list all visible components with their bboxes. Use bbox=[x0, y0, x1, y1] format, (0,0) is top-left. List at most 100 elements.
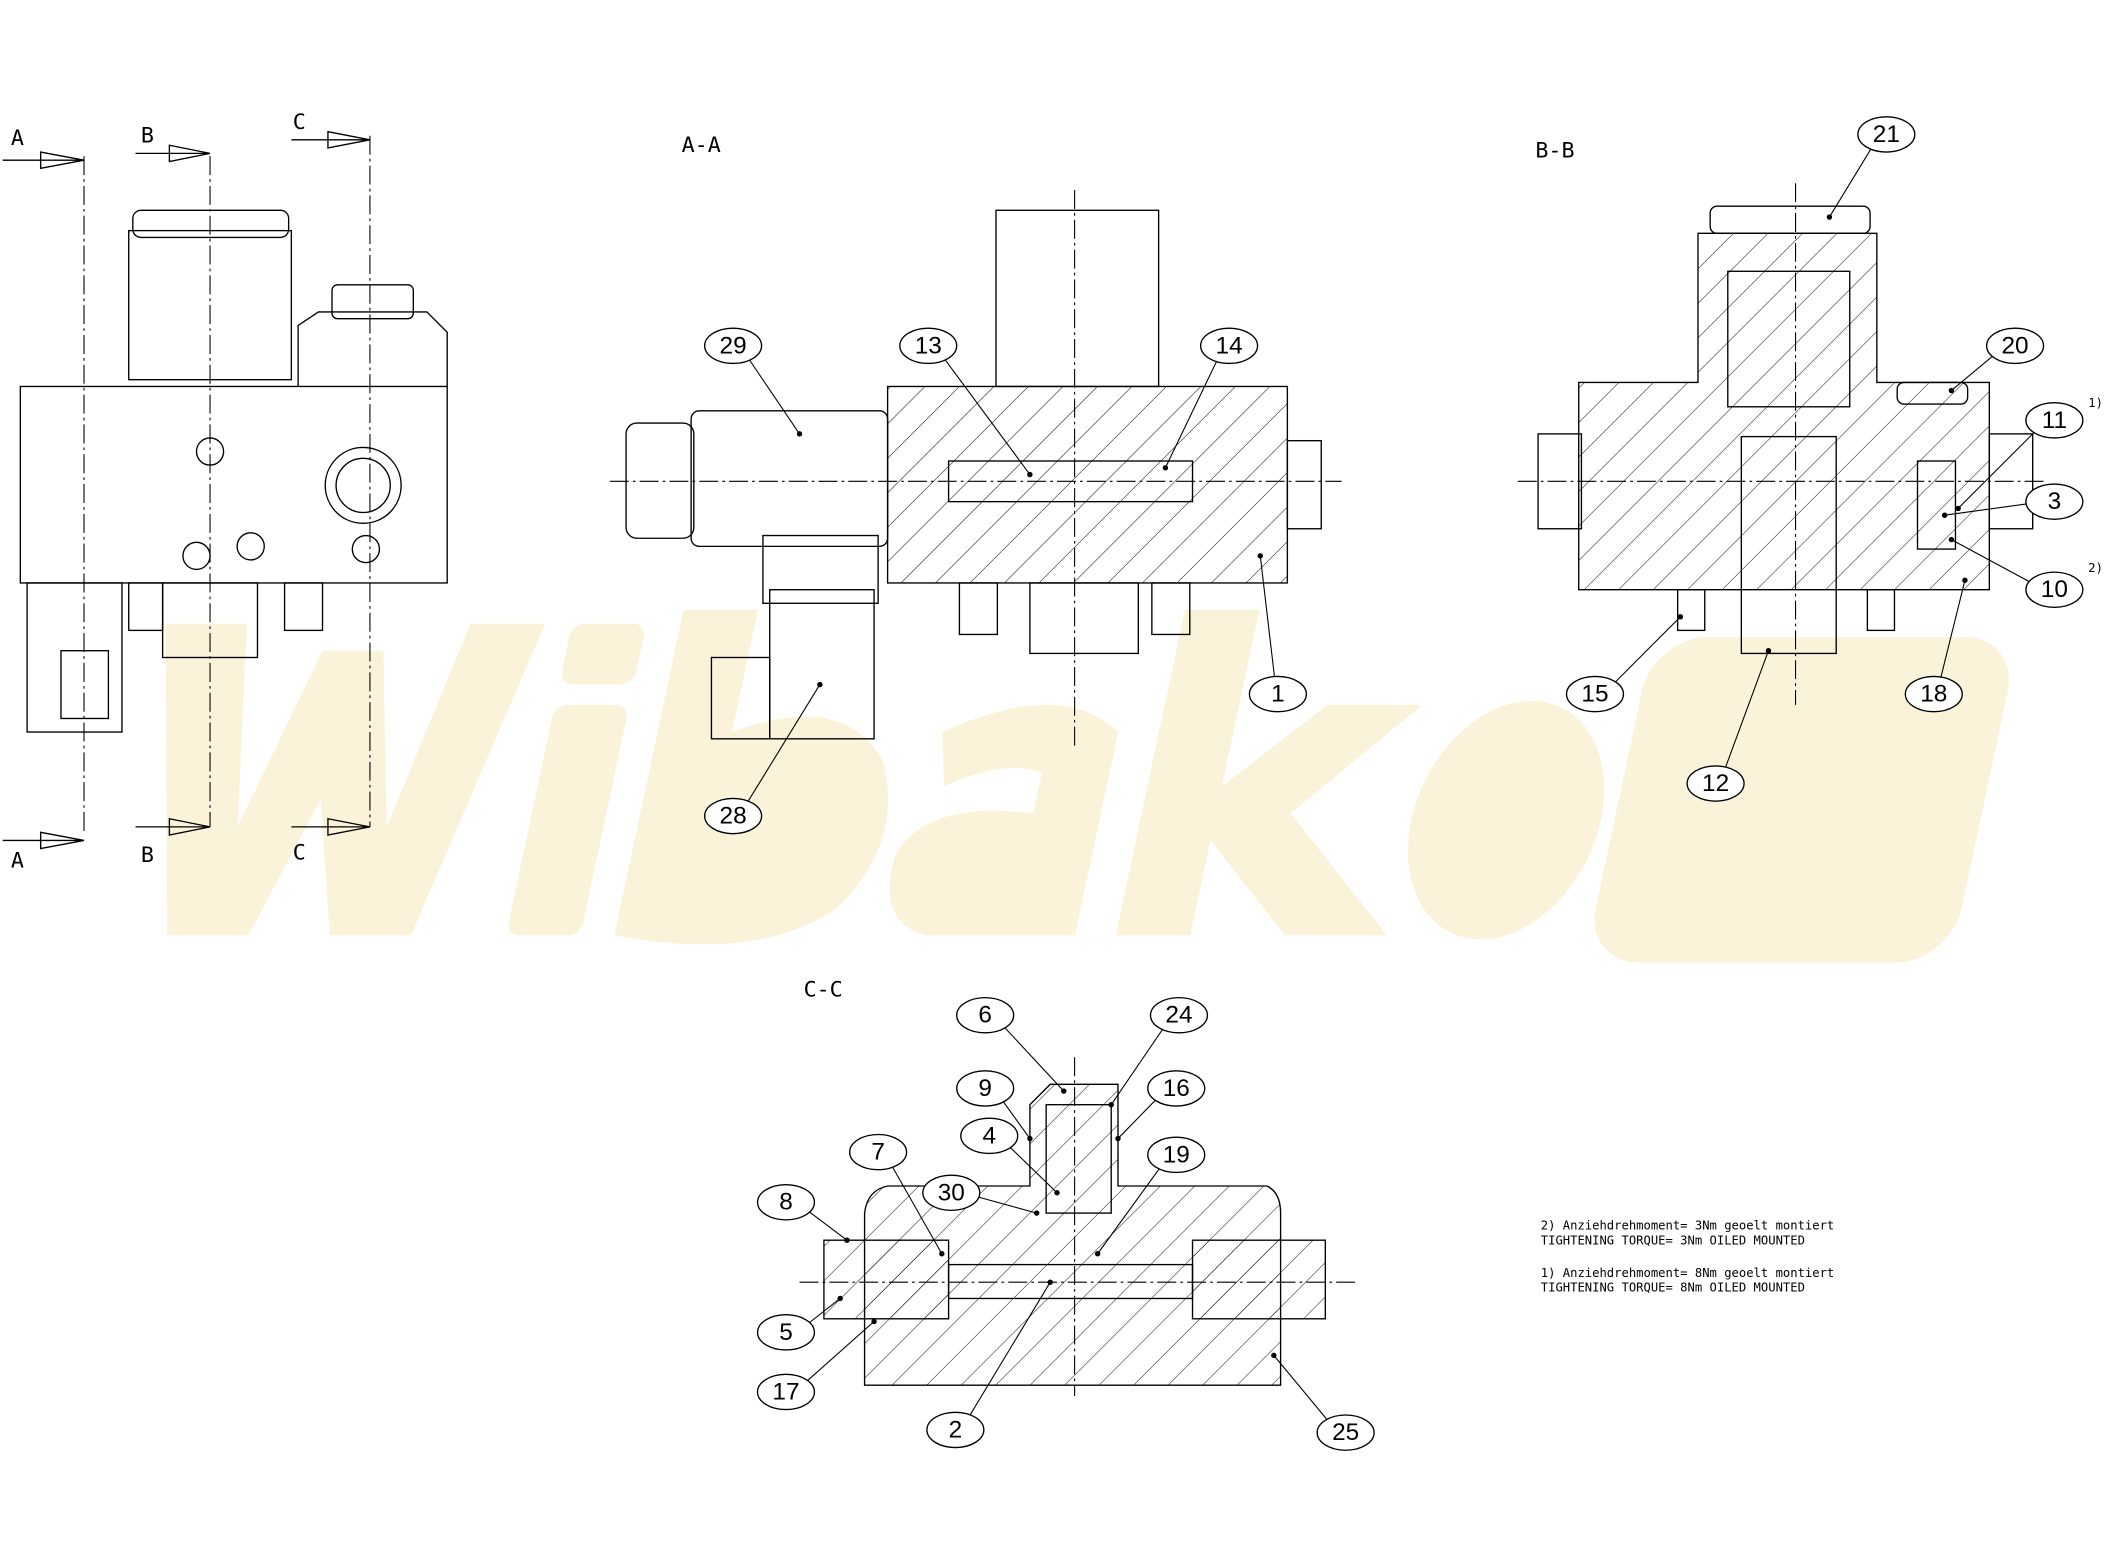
part-balloon-4: 4 bbox=[960, 1117, 1060, 1196]
leader-line bbox=[1110, 1028, 1164, 1105]
leader-line bbox=[1940, 580, 1966, 678]
leader-line bbox=[892, 1166, 943, 1255]
balloon-outline bbox=[1686, 765, 1745, 802]
balloon-outline bbox=[922, 1174, 981, 1212]
balloon-number: 11 bbox=[2042, 407, 2067, 434]
part-balloon-8: 8 bbox=[756, 1183, 850, 1243]
leader-dot bbox=[1061, 1088, 1067, 1094]
leader-dot bbox=[1826, 214, 1833, 220]
balloon-outline bbox=[1857, 116, 1916, 153]
leader-line bbox=[1944, 503, 2028, 516]
balloon-outline bbox=[2025, 483, 2084, 520]
balloon-outline bbox=[756, 1314, 816, 1351]
balloon-number: 30 bbox=[938, 1179, 965, 1206]
superscript-note-1: 1) bbox=[2088, 396, 2103, 410]
leader-line bbox=[977, 1196, 1037, 1214]
leader-dot bbox=[1027, 471, 1033, 478]
section-marker-c-top: C bbox=[293, 110, 306, 135]
section-marker-a-top: A bbox=[11, 126, 24, 151]
part-balloon-15: 15 bbox=[1565, 614, 1684, 713]
balloon-outline bbox=[899, 327, 958, 365]
leader-line bbox=[1002, 1101, 1031, 1139]
leader-line bbox=[747, 684, 821, 802]
leader-line bbox=[944, 359, 1031, 475]
balloon-outline bbox=[926, 1411, 985, 1449]
leader-dot bbox=[1054, 1190, 1060, 1196]
section-marker-c-bottom: C bbox=[293, 840, 306, 865]
balloon-number: 21 bbox=[1873, 121, 1900, 148]
leader-line bbox=[806, 1321, 875, 1382]
leader-line bbox=[1259, 555, 1275, 677]
view-title-b-b: B-B bbox=[1535, 138, 1574, 163]
leader-dot bbox=[1955, 505, 1961, 512]
balloon-number: 19 bbox=[1163, 1141, 1190, 1168]
part-balloon-2: 2 bbox=[926, 1279, 1053, 1449]
balloon-outline bbox=[1985, 327, 2045, 365]
leader-dot bbox=[1115, 1135, 1121, 1142]
balloon-number: 25 bbox=[1332, 1419, 1359, 1446]
leader-line bbox=[1004, 1027, 1065, 1092]
part-balloon-5: 5 bbox=[756, 1295, 843, 1351]
balloon-number: 9 bbox=[978, 1075, 992, 1102]
balloon-number: 7 bbox=[871, 1139, 885, 1166]
leader-dot bbox=[1948, 536, 1955, 543]
note-line: TIGHTENING TORQUE= 3Nm OILED MOUNTED bbox=[1541, 1233, 1805, 1247]
leader-line bbox=[1117, 1099, 1157, 1139]
leader-dot bbox=[796, 431, 803, 437]
leader-line bbox=[1725, 650, 1769, 768]
leader-line bbox=[1009, 1146, 1058, 1194]
part-balloon-20: 20 bbox=[1948, 327, 2045, 394]
balloon-outline bbox=[703, 327, 763, 365]
balloon-number: 6 bbox=[978, 1002, 992, 1029]
note-line: TIGHTENING TORQUE= 8Nm OILED MOUNTED bbox=[1541, 1281, 1805, 1295]
part-balloon-11: 11 bbox=[1955, 402, 2084, 512]
balloon-outline bbox=[1147, 1136, 1206, 1174]
balloon-outline bbox=[1316, 1414, 1375, 1451]
balloon-number: 20 bbox=[2002, 332, 2029, 359]
part-balloon-17: 17 bbox=[756, 1318, 877, 1411]
part-balloon-21: 21 bbox=[1826, 116, 1916, 220]
leader-line bbox=[1828, 148, 1872, 218]
balloon-outline bbox=[756, 1183, 816, 1221]
section-marker-b-top: B bbox=[141, 124, 154, 149]
leader-dot bbox=[817, 681, 823, 688]
leader-line bbox=[1951, 539, 2031, 583]
section-view-c-c: C-C bbox=[799, 977, 1356, 1397]
part-balloon-18: 18 bbox=[1904, 577, 1968, 713]
balloon-number: 17 bbox=[772, 1378, 799, 1405]
leader-dot bbox=[1047, 1279, 1053, 1285]
part-balloon-24: 24 bbox=[1108, 996, 1209, 1108]
leader-dot bbox=[1941, 512, 1948, 518]
leader-line bbox=[1951, 355, 1994, 391]
balloon-number: 24 bbox=[1165, 1002, 1192, 1029]
balloon-outline bbox=[1904, 675, 1963, 713]
section-view-b-b: B-B bbox=[1517, 138, 2047, 705]
balloon-number: 10 bbox=[2041, 576, 2068, 603]
side-view: A A B B C C bbox=[2, 110, 448, 874]
balloon-number: 13 bbox=[915, 332, 942, 359]
balloon-number: 28 bbox=[720, 803, 747, 830]
leader-dot bbox=[1765, 648, 1772, 654]
superscript-note-2: 2) bbox=[2088, 561, 2103, 575]
leader-dot bbox=[844, 1237, 850, 1243]
leader-dot bbox=[1271, 1352, 1277, 1359]
note-line: 1) Anziehdrehmoment= 8Nm geoelt montiert bbox=[1541, 1266, 1835, 1280]
leader-line bbox=[1273, 1355, 1328, 1421]
part-balloon-29: 29 bbox=[703, 327, 803, 437]
part-balloon-12: 12 bbox=[1686, 648, 1772, 802]
leader-dot bbox=[1962, 577, 1968, 583]
balloon-number: 12 bbox=[1702, 770, 1729, 797]
part-balloon-7: 7 bbox=[848, 1133, 945, 1257]
part-balloon-10: 10 bbox=[1948, 536, 2084, 609]
part-balloon-3: 3 bbox=[1941, 483, 2084, 520]
balloon-outline bbox=[1565, 675, 1625, 713]
section-view-a-a: A-A bbox=[609, 133, 1342, 746]
section-marker-b-bottom: B bbox=[141, 843, 154, 868]
part-balloon-28: 28 bbox=[703, 681, 823, 835]
torque-notes: 2) Anziehdrehmoment= 3Nm geoelt montiert… bbox=[1541, 1218, 1835, 1294]
balloon-outline bbox=[1147, 1070, 1206, 1107]
watermark-logo bbox=[165, 610, 2009, 963]
balloon-outline bbox=[703, 797, 763, 835]
leader-line bbox=[1097, 1168, 1160, 1255]
